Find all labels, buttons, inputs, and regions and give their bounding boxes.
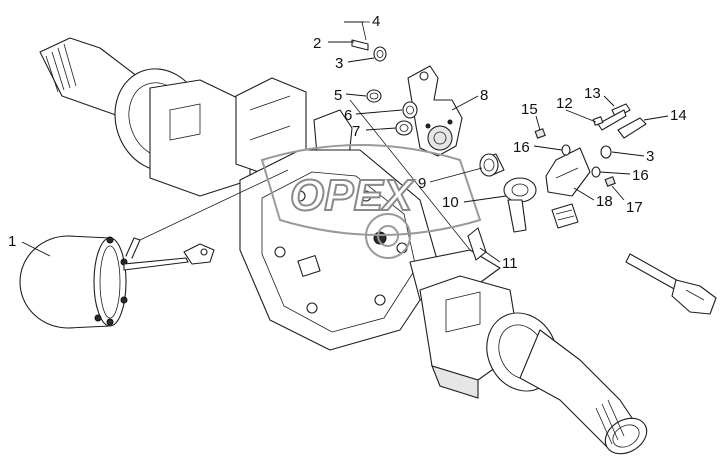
leader-lines xyxy=(21,21,669,263)
brake-chamber xyxy=(19,235,215,329)
leader-14 xyxy=(643,115,669,121)
callout-16b: 16 xyxy=(632,167,649,184)
axle-housing xyxy=(39,37,521,399)
callout-18: 18 xyxy=(596,193,613,210)
callout-5: 5 xyxy=(334,87,342,104)
leader-5 xyxy=(345,93,367,97)
leader-13 xyxy=(603,95,615,107)
callout-10: 10 xyxy=(442,194,459,211)
callout-2: 2 xyxy=(313,35,321,52)
callout-11: 11 xyxy=(502,255,518,272)
leader-7 xyxy=(365,127,397,131)
callout-3b: 3 xyxy=(646,148,654,165)
callout-14: 14 xyxy=(670,107,687,124)
leader-10 xyxy=(463,195,507,203)
leader-6 xyxy=(355,109,403,115)
callout-15: 15 xyxy=(521,101,538,118)
propeller-shaft xyxy=(625,253,717,315)
leader-1 xyxy=(21,241,51,257)
callout-9: 9 xyxy=(418,175,426,192)
leader-12 xyxy=(565,109,597,123)
leader-3b xyxy=(611,151,645,157)
leader-9 xyxy=(429,167,483,183)
axis-line xyxy=(349,99,471,251)
callout-6: 6 xyxy=(344,107,352,124)
callout-7: 7 xyxy=(352,123,360,140)
callout-16a: 16 xyxy=(513,139,530,156)
leader-3a xyxy=(347,57,375,63)
callout-4: 4 xyxy=(372,13,380,30)
leader-16b xyxy=(599,171,631,175)
callout-12: 12 xyxy=(556,95,573,112)
watermark-gear xyxy=(365,213,411,259)
callout-3a: 3 xyxy=(335,55,343,72)
watermark-text: OPEX xyxy=(290,171,415,220)
leader-11 xyxy=(479,247,501,263)
small-parts xyxy=(351,21,647,261)
callouts: 1 2 3 3 4 5 6 7 8 9 10 11 12 13 14 15 16… xyxy=(8,13,687,272)
callout-8: 8 xyxy=(480,87,488,104)
chamber-hose xyxy=(139,169,289,241)
leader-8 xyxy=(451,95,479,111)
leader-18 xyxy=(573,187,595,201)
watermark: OPEX xyxy=(260,144,482,259)
callout-17: 17 xyxy=(626,199,643,216)
leader-17 xyxy=(611,185,625,201)
leader-15 xyxy=(535,115,541,131)
slack-adjuster xyxy=(407,65,463,157)
leader-16a xyxy=(533,145,563,151)
callout-1: 1 xyxy=(8,233,16,250)
right-hub-spindle xyxy=(486,312,648,455)
callout-13: 13 xyxy=(584,85,601,102)
